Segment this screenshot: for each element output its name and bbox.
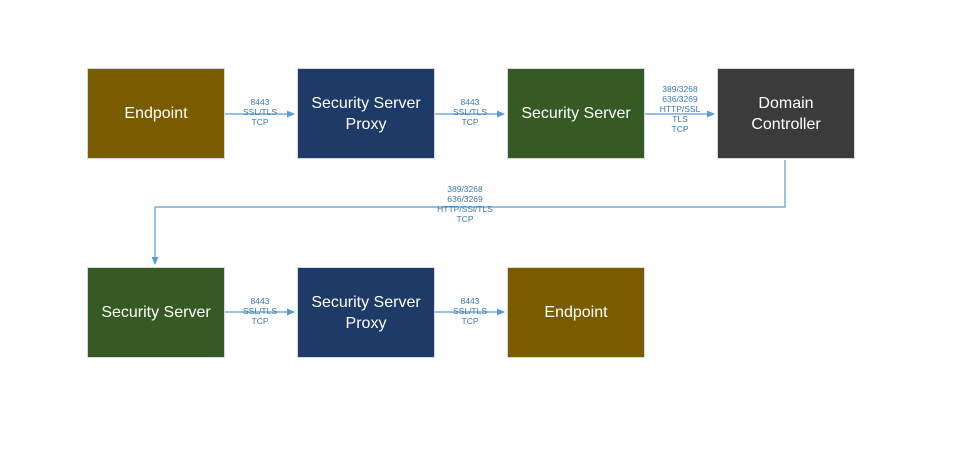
node-security-server-proxy-2: Security Server Proxy: [297, 267, 435, 358]
edge-label-security-server-to-domain-controller: 389/3268 636/3269 HTTP/SSL TLS TCP: [659, 84, 701, 134]
node-endpoint-source-label: Endpoint: [124, 105, 188, 122]
node-security-server-proxy-1-label: Security Server Proxy: [311, 94, 421, 133]
node-security-server-1-label: Security Server: [521, 105, 631, 122]
node-domain-controller-label: Domain Controller: [751, 94, 821, 133]
node-domain-controller: Domain Controller: [717, 68, 855, 159]
node-endpoint-destination: Endpoint: [507, 267, 645, 358]
node-security-server-proxy-2-label: Security Server Proxy: [311, 293, 421, 332]
node-endpoint-source: Endpoint: [87, 68, 225, 159]
node-endpoint-destination-label: Endpoint: [544, 304, 608, 321]
node-security-server-2: Security Server: [87, 267, 225, 358]
edge-label-proxy-to-security-server: 8443 SSL/TLS TCP: [452, 97, 488, 127]
edge-label-security-server-to-proxy: 8443 SSL/TLS TCP: [242, 296, 278, 326]
node-security-server-2-label: Security Server: [101, 304, 211, 321]
edge-label-proxy-to-endpoint: 8443 SSL/TLS TCP: [452, 296, 488, 326]
node-security-server-1: Security Server: [507, 68, 645, 159]
node-security-server-proxy-1: Security Server Proxy: [297, 68, 435, 159]
connector-domain-controller-to-security-server: [151, 160, 786, 265]
edge-label-endpoint-to-proxy: 8443 SSL/TLS TCP: [242, 97, 278, 127]
edge-label-domain-controller-to-security-server: 389/3268 636/3269 HTTP/SSl/TLS TCP: [437, 184, 493, 224]
